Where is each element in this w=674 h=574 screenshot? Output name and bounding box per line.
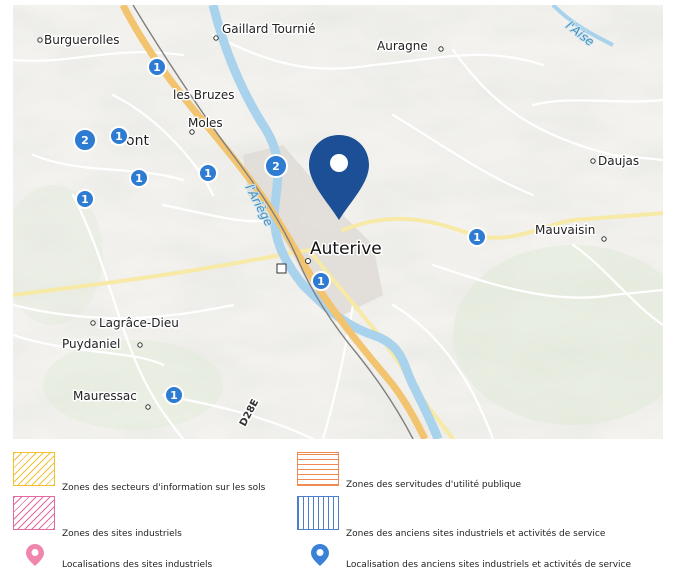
hatch-swatch-orange	[297, 452, 339, 486]
place-label: ont	[126, 133, 149, 149]
legend-label: Localisation des anciens sites industrie…	[346, 560, 632, 570]
cluster-marker[interactable]: 1	[164, 385, 184, 405]
cluster-marker[interactable]: 1	[109, 126, 129, 146]
legend-label: Zones des servitudes d'utilité publique	[346, 480, 521, 490]
station-icon	[276, 263, 287, 274]
cluster-marker[interactable]: 2	[73, 128, 97, 152]
svg-text:2: 2	[81, 134, 89, 147]
legend-label: Zones des sites industriels	[62, 529, 182, 539]
cluster-marker[interactable]: 1	[75, 189, 95, 209]
legend-label: Zones des secteurs d'information sur les…	[62, 483, 266, 493]
legend-label: Localisations des sites industriels	[62, 560, 213, 570]
legend-label: Zones des anciens sites industriels et a…	[346, 529, 606, 539]
cluster-marker[interactable]: 1	[147, 57, 167, 77]
ariege-river	[208, 5, 443, 439]
place-label: Lagrâce-Dieu	[99, 316, 179, 330]
map-legend: Zones des secteurs d'information sur les…	[0, 440, 674, 574]
svg-text:1: 1	[81, 193, 89, 206]
svg-text:1: 1	[115, 130, 123, 143]
place-label: Burguerolles	[44, 33, 119, 47]
place-label: Moles	[188, 116, 223, 130]
cluster-markers: 1 2 1 1 1 1 2 1 1 1	[73, 57, 487, 405]
location-pin-icon[interactable]	[309, 135, 369, 220]
map-canvas: Burguerolles Gaillard Tournié Auragne le…	[13, 5, 663, 439]
place-label: Auragne	[377, 39, 428, 53]
cluster-marker[interactable]: 1	[467, 227, 487, 247]
place-label: Mauressac	[73, 389, 137, 403]
pink-pin-icon	[26, 544, 44, 566]
hatch-swatch-yellow	[13, 452, 55, 486]
hatch-swatch-pink	[13, 496, 55, 530]
cluster-marker[interactable]: 2	[264, 154, 288, 178]
svg-text:1: 1	[204, 167, 212, 180]
cluster-marker[interactable]: 1	[311, 271, 331, 291]
place-label: Gaillard Tournié	[222, 22, 315, 36]
blue-pin-icon	[311, 544, 329, 566]
place-label: les Bruzes	[173, 88, 235, 102]
svg-text:1: 1	[170, 389, 178, 402]
minor-roads	[13, 33, 663, 439]
hatch-swatch-blue	[297, 496, 339, 530]
cluster-marker[interactable]: 1	[198, 163, 218, 183]
place-label: Puydaniel	[62, 337, 120, 351]
svg-text:2: 2	[272, 160, 280, 173]
place-label: Mauvaisin	[535, 223, 595, 237]
railway	[132, 5, 414, 439]
place-label: Daujas	[598, 154, 639, 168]
svg-text:1: 1	[473, 231, 481, 244]
svg-text:1: 1	[153, 61, 161, 74]
svg-text:1: 1	[317, 275, 325, 288]
cluster-marker[interactable]: 1	[129, 168, 149, 188]
place-label: Auterive	[310, 239, 382, 259]
map-view[interactable]: Burguerolles Gaillard Tournié Auragne le…	[13, 5, 663, 439]
svg-text:1: 1	[135, 172, 143, 185]
